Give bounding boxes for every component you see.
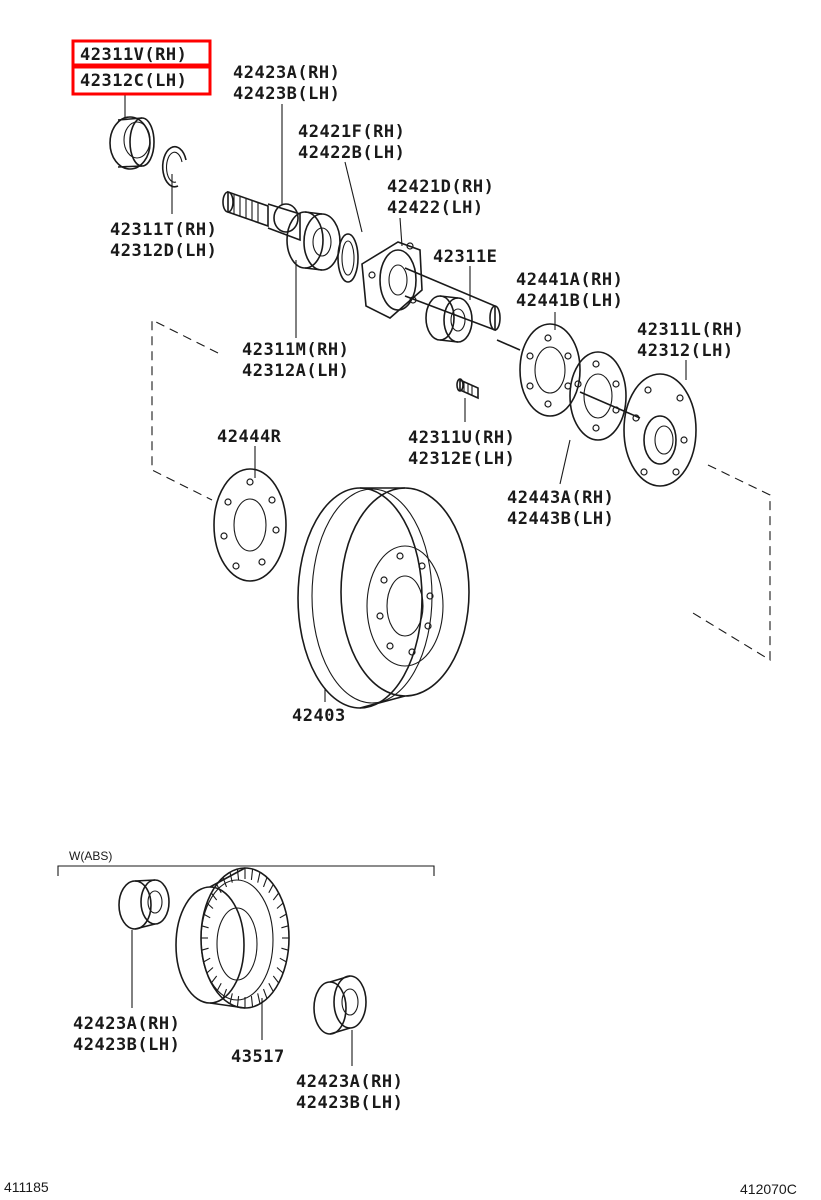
rotor-tooth <box>262 988 268 999</box>
part-label[interactable]: 42421D(RH) <box>387 177 494 197</box>
leader-lines <box>124 94 687 1066</box>
rotor-tooth <box>236 869 240 880</box>
part-label[interactable]: 42311U(RH) <box>408 428 515 448</box>
rotor-tooth <box>281 925 289 929</box>
rotor-tooth <box>276 967 284 974</box>
rotor-tooth <box>250 869 254 880</box>
abs-bearing-lower-part[interactable] <box>313 975 367 1035</box>
part-label[interactable]: 42312(LH) <box>637 341 734 361</box>
part-label[interactable]: 42423B(LH) <box>296 1093 403 1113</box>
rotor-tooth <box>236 996 240 1007</box>
rotor-tooth <box>203 957 211 963</box>
retainer-ring-part[interactable] <box>337 233 359 283</box>
rotor-tooth <box>268 982 274 992</box>
rotor-tooth <box>206 967 214 974</box>
abs-bearing-upper-part[interactable] <box>118 879 170 930</box>
part-label[interactable]: 42311L(RH) <box>637 320 744 340</box>
highlight-box-rh <box>71 39 212 67</box>
rotor-tooth <box>216 884 222 894</box>
rotor-tooth <box>268 884 274 894</box>
rotor-tooth <box>229 993 233 1004</box>
rotor-tooth <box>222 877 228 888</box>
rotor-tooth <box>201 925 209 929</box>
gasket-plate-part[interactable] <box>569 351 627 441</box>
part-label[interactable]: 42441A(RH) <box>516 270 623 290</box>
rotor-tooth <box>210 975 218 984</box>
part-label[interactable]: 42443B(LH) <box>507 509 614 529</box>
gasket-ring-part[interactable] <box>213 468 287 582</box>
oil-seal-part[interactable] <box>109 116 155 170</box>
part-label[interactable]: 42312C(LH) <box>80 71 187 91</box>
part-label[interactable]: 42444R <box>217 427 282 447</box>
diagram-code-right: 412070C <box>740 1181 797 1197</box>
part-label[interactable]: 42423A(RH) <box>73 1014 180 1034</box>
part-label[interactable]: 42312A(LH) <box>242 361 349 381</box>
rotor-tooth <box>257 872 261 883</box>
rotor-tooth <box>276 902 284 909</box>
highlight-box-lh <box>71 65 212 96</box>
rotor-tooth <box>281 947 289 951</box>
rotor-tooth <box>201 947 209 951</box>
bearing-retainer-flange[interactable] <box>361 241 423 319</box>
rotor-tooth <box>262 877 268 888</box>
rotor-tooth <box>216 982 222 992</box>
part-label[interactable]: 42423B(LH) <box>233 84 340 104</box>
part-label[interactable]: 42311M(RH) <box>242 340 349 360</box>
rotor-tooth <box>210 892 218 901</box>
rotor-tooth <box>279 913 287 919</box>
part-label[interactable]: 43517 <box>231 1047 285 1067</box>
rotor-tooth <box>272 975 280 984</box>
sensor-rotor-part[interactable] <box>175 867 290 1009</box>
axle-shaft-body[interactable] <box>404 267 501 332</box>
abs-variant-label: W(ABS) <box>69 849 112 863</box>
axle-shaft-splined-end[interactable] <box>222 190 301 242</box>
left-bracket-outline <box>151 319 219 501</box>
brake-drum-part[interactable] <box>297 487 470 709</box>
part-label[interactable]: 42423A(RH) <box>233 63 340 83</box>
part-label[interactable]: 42423B(LH) <box>73 1035 180 1055</box>
part-label[interactable]: 42403 <box>292 706 346 726</box>
rotor-tooth <box>257 993 261 1004</box>
part-label[interactable]: 42421F(RH) <box>298 122 405 142</box>
part-label[interactable]: 42311T(RH) <box>110 220 217 240</box>
part-label[interactable]: 42423A(RH) <box>296 1072 403 1092</box>
collar-part[interactable] <box>425 295 473 343</box>
rotor-tooth <box>229 872 233 883</box>
part-label[interactable]: 42422(LH) <box>387 198 484 218</box>
rotor-tooth <box>222 988 228 999</box>
part-label[interactable]: 42311E <box>433 247 497 267</box>
right-bracket-outline <box>687 464 771 661</box>
rotor-tooth <box>272 892 280 901</box>
part-label[interactable]: 42443A(RH) <box>507 488 614 508</box>
rotor-tooth <box>250 996 254 1007</box>
part-label[interactable]: 42441B(LH) <box>516 291 623 311</box>
part-label[interactable]: 42311V(RH) <box>80 45 187 65</box>
rotor-tooth <box>203 913 211 919</box>
part-label[interactable]: 42422B(LH) <box>298 143 405 163</box>
abs-bracket-line <box>57 865 435 876</box>
part-label[interactable]: 42312E(LH) <box>408 449 515 469</box>
rotor-tooth <box>206 902 214 909</box>
snap-ring-part[interactable] <box>161 146 187 188</box>
inner-bearing-part[interactable] <box>286 211 341 271</box>
diagram-code-left: 411185 <box>4 1179 49 1195</box>
part-label[interactable]: 42312D(LH) <box>110 241 217 261</box>
axle-flange-part[interactable] <box>579 373 697 487</box>
rotor-tooth <box>279 957 287 963</box>
mounting-plate-part[interactable] <box>496 323 581 417</box>
hub-stud-bolt[interactable] <box>456 378 479 400</box>
